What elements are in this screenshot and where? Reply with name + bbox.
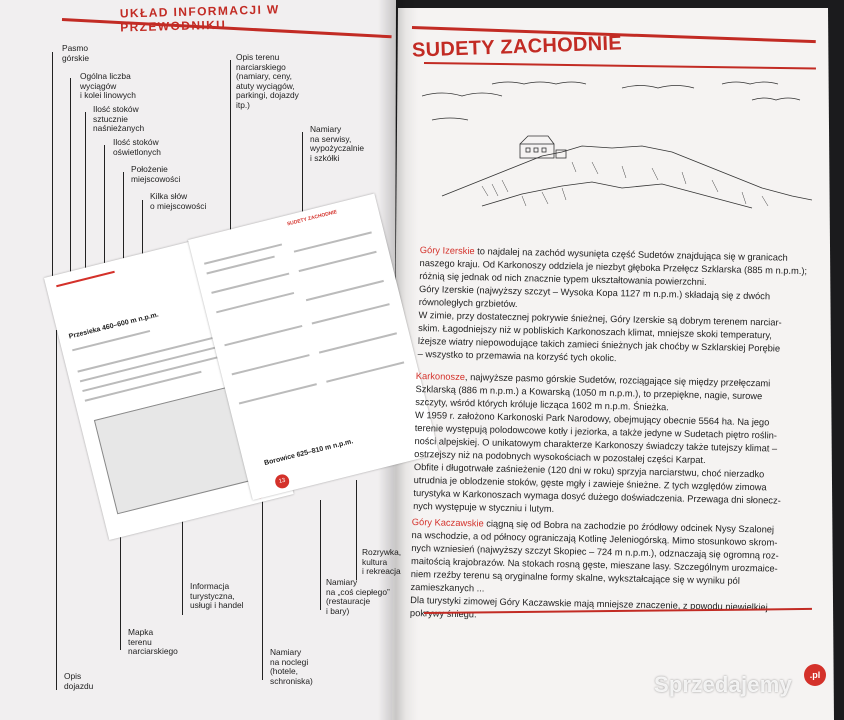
mini-line	[82, 351, 238, 393]
mini-line	[79, 344, 226, 383]
mini-heading-przesieka: Przesieka 460–600 m n.p.m.	[68, 311, 160, 341]
leader-rozrywka	[356, 480, 357, 580]
mini-line	[318, 332, 398, 354]
mini-line	[305, 279, 384, 302]
label-mapka: Mapka terenu narciarskiego	[128, 627, 178, 657]
watermark-badge: .pl	[804, 664, 826, 686]
label-namiary-noclegi: Namiary na noclegi (hotele, schroniska)	[270, 647, 313, 686]
leader-ogolna	[70, 78, 71, 286]
paragraph-text: nych występuje w styczniu i lutym.	[413, 500, 555, 514]
leader-polozenie	[123, 172, 124, 332]
label-namiary-serwisy: Namiary na serwisy, wypożyczalnie i szkó…	[310, 124, 364, 163]
leader-opis-dojazdu	[56, 330, 57, 690]
leader-mapka	[120, 520, 121, 650]
label-opis-dojazdu: Opis dojazdu	[64, 671, 94, 691]
mini-line	[293, 231, 372, 253]
region-name: Góry Izerskie	[419, 244, 475, 257]
region-name: Góry Kaczawskie	[411, 516, 484, 529]
label-ogolna-liczba: Ogólna liczba wyciągów i kolei linowych	[80, 71, 136, 101]
leader-informacja	[182, 520, 183, 615]
label-kilka-slow: Kilka słów o miejscowości	[150, 191, 207, 211]
leader-oswietlonych	[104, 145, 105, 305]
leader-noclegi	[262, 500, 263, 680]
mini-line	[231, 354, 310, 376]
leader-sztucznie	[85, 112, 86, 288]
paragraph-gory-izerskie: Góry Izerskie to najdalej na zachód wysu…	[418, 244, 820, 369]
leader-opis-terenu	[230, 60, 231, 302]
mini-line	[298, 250, 377, 273]
mini-line	[203, 243, 283, 265]
left-page-header: UKŁAD INFORMACJI W PRZEWODNIKU	[61, 0, 392, 39]
mini-header: SUDETY ZACHODNIE	[286, 209, 338, 228]
mini-heading-borowice: Borowice 625–810 m n.p.m.	[263, 438, 354, 468]
mini-spread-illustration: Przesieka 460–600 m n.p.m. 12 SUDETY ZAC…	[38, 193, 440, 564]
paragraph-text: zamieszkanych ...	[410, 581, 485, 594]
watermark-text: Sprzedajemy	[654, 672, 792, 697]
label-polozenie: Położenie miejscowości	[131, 164, 181, 184]
label-ilosc-sztucznie: Ilość stoków sztucznie naśnieżanych	[93, 104, 145, 134]
mini-line	[216, 291, 295, 314]
paragraph-text: – wszystko to przemawia na korzyść tych …	[417, 348, 617, 364]
mini-line	[238, 383, 317, 405]
label-opis-terenu: Opis terenu narciarskiego (namiary, ceny…	[236, 52, 299, 110]
label-rozrywka: Rozrywka, kultura i rekreacja	[362, 547, 402, 577]
mini-page-number: 13	[273, 472, 291, 490]
label-namiary-cieply: Namiary na „coś ciepłego” (restauracje i…	[326, 577, 390, 616]
leader-pasmo	[52, 52, 53, 294]
mini-line	[311, 303, 390, 325]
label-informacja: Informacja turystyczna, usługi i handel	[190, 581, 244, 611]
right-page	[392, 8, 834, 720]
mini-line	[211, 272, 290, 294]
region-name: Karkonosze	[415, 370, 466, 383]
paragraph-text: równoległych grzbietów.	[418, 296, 518, 310]
mini-line	[326, 361, 405, 383]
leader-cieply	[320, 500, 321, 610]
mini-line	[77, 331, 234, 373]
mountain-illustration	[422, 81, 812, 209]
label-pasmo: Pasmo górskie	[62, 43, 89, 63]
paragraph-karkonosze: Karkonosze, najwyższe pasmo górskie Sude…	[413, 370, 816, 521]
label-ilosc-oswietlonych: Ilość stoków oświetlonych	[113, 137, 161, 157]
mini-red-rule	[56, 270, 115, 288]
mini-line	[224, 324, 303, 347]
